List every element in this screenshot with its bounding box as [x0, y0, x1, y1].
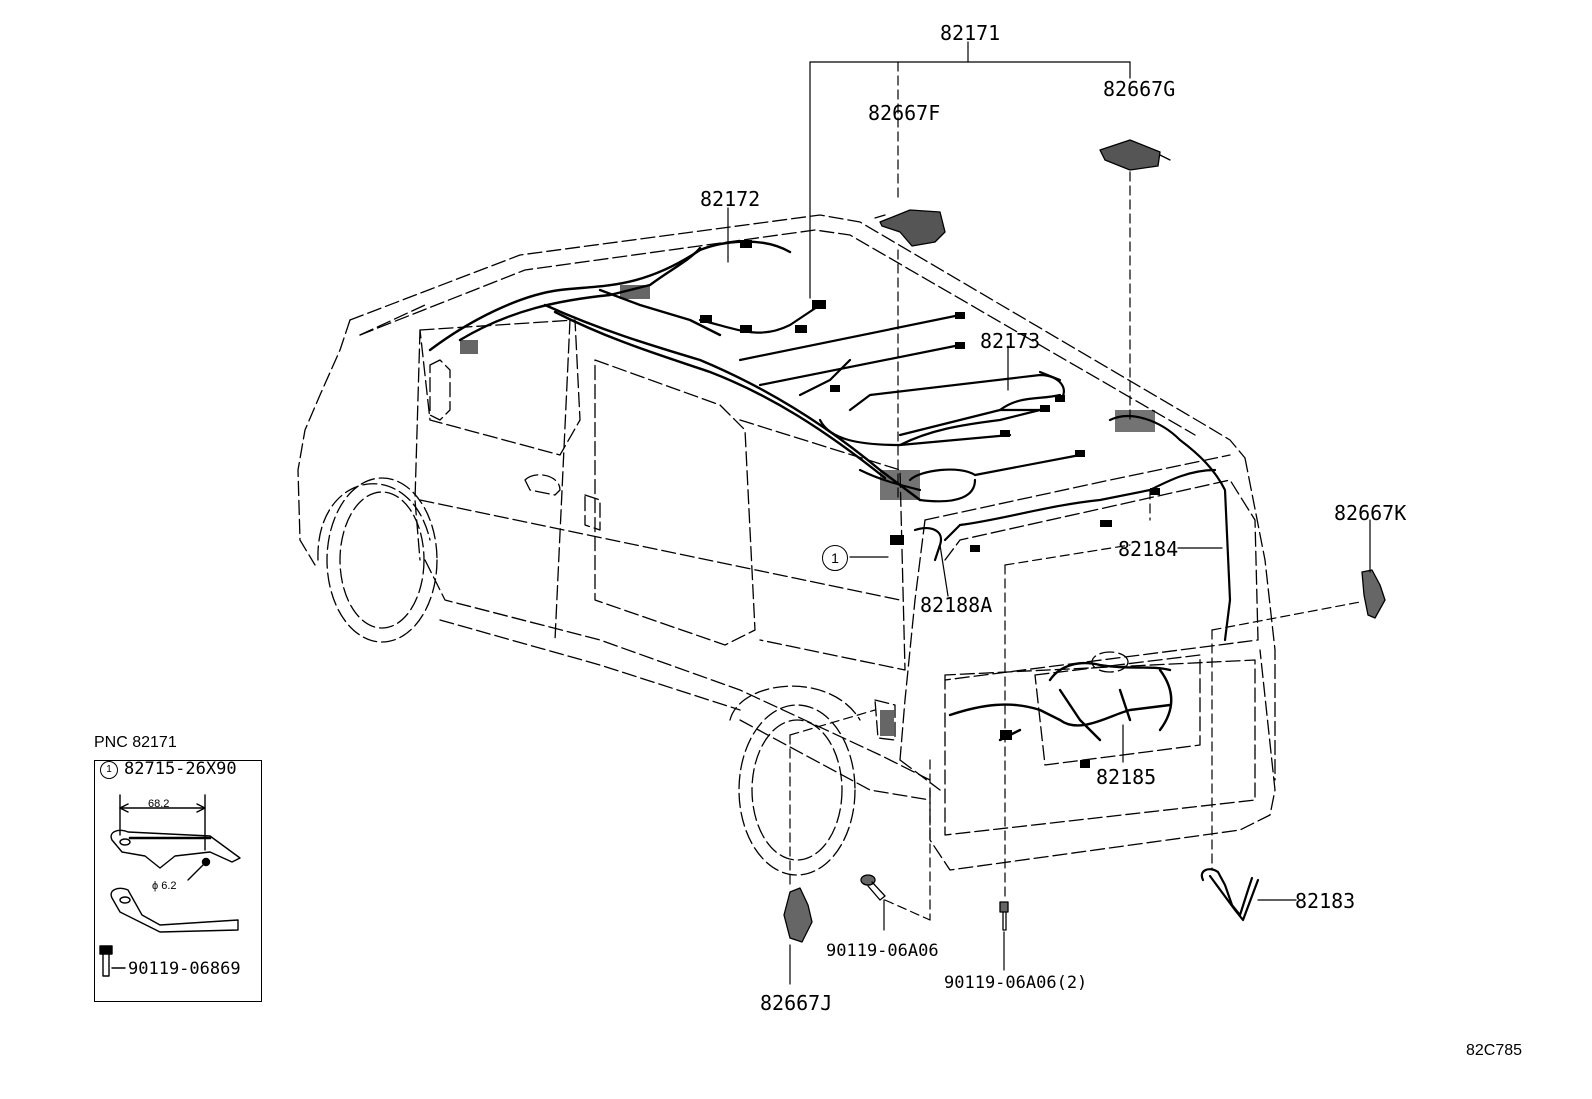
bolt-90119-06A06-2-icon [999, 901, 1009, 931]
inset-callout-number: 1 [106, 764, 112, 775]
label-82171: 82171 [940, 21, 1001, 45]
part-82183-icon [1200, 868, 1260, 922]
inset-callout-1-marker: 1 [100, 761, 118, 779]
label-82667G: 82667G [1103, 77, 1176, 101]
label-90119-06A06-2: 90119-06A06(2) [944, 973, 1088, 993]
label-82667K: 82667K [1334, 501, 1407, 525]
label-82183: 82183 [1295, 889, 1356, 913]
leader-lines [727, 41, 1371, 985]
label-90119-06A06: 90119-06A06 [826, 941, 939, 961]
inset-part-number: 82715-26X90 [124, 759, 237, 779]
part-82667F-icon [874, 209, 946, 247]
label-82185: 82185 [1096, 765, 1157, 789]
part-82667K-icon [1361, 569, 1386, 619]
diagram-code: 82C785 [1466, 1042, 1523, 1059]
label-82173: 82173 [980, 329, 1041, 353]
inset-dimension-width: 68.2 [148, 798, 170, 810]
inset-title: PNC 82171 [94, 734, 177, 751]
label-82667F: 82667F [868, 101, 941, 125]
callout-1-marker: 1 [822, 545, 848, 571]
bolt-90119-06A06-icon [860, 874, 886, 901]
label-82172: 82172 [700, 187, 761, 211]
connectors [460, 240, 1160, 768]
callout-1-number: 1 [831, 550, 839, 566]
inset-bolt-part: 90119-06869 [128, 959, 241, 979]
dashed-leaders [789, 61, 1361, 921]
label-82184: 82184 [1118, 537, 1179, 561]
harness-82173 [898, 370, 1062, 447]
label-82667J: 82667J [760, 991, 833, 1015]
harness-roof-82172 [428, 240, 922, 502]
inset-dimension-hole: ϕ 6.2 [152, 880, 177, 892]
van-body [297, 214, 1276, 876]
part-82667G-icon [1099, 139, 1171, 171]
label-82188A: 82188A [920, 593, 993, 617]
inset-bracket-drawing [99, 794, 241, 977]
inset-box [94, 760, 262, 1002]
part-82667J-icon [783, 887, 813, 943]
